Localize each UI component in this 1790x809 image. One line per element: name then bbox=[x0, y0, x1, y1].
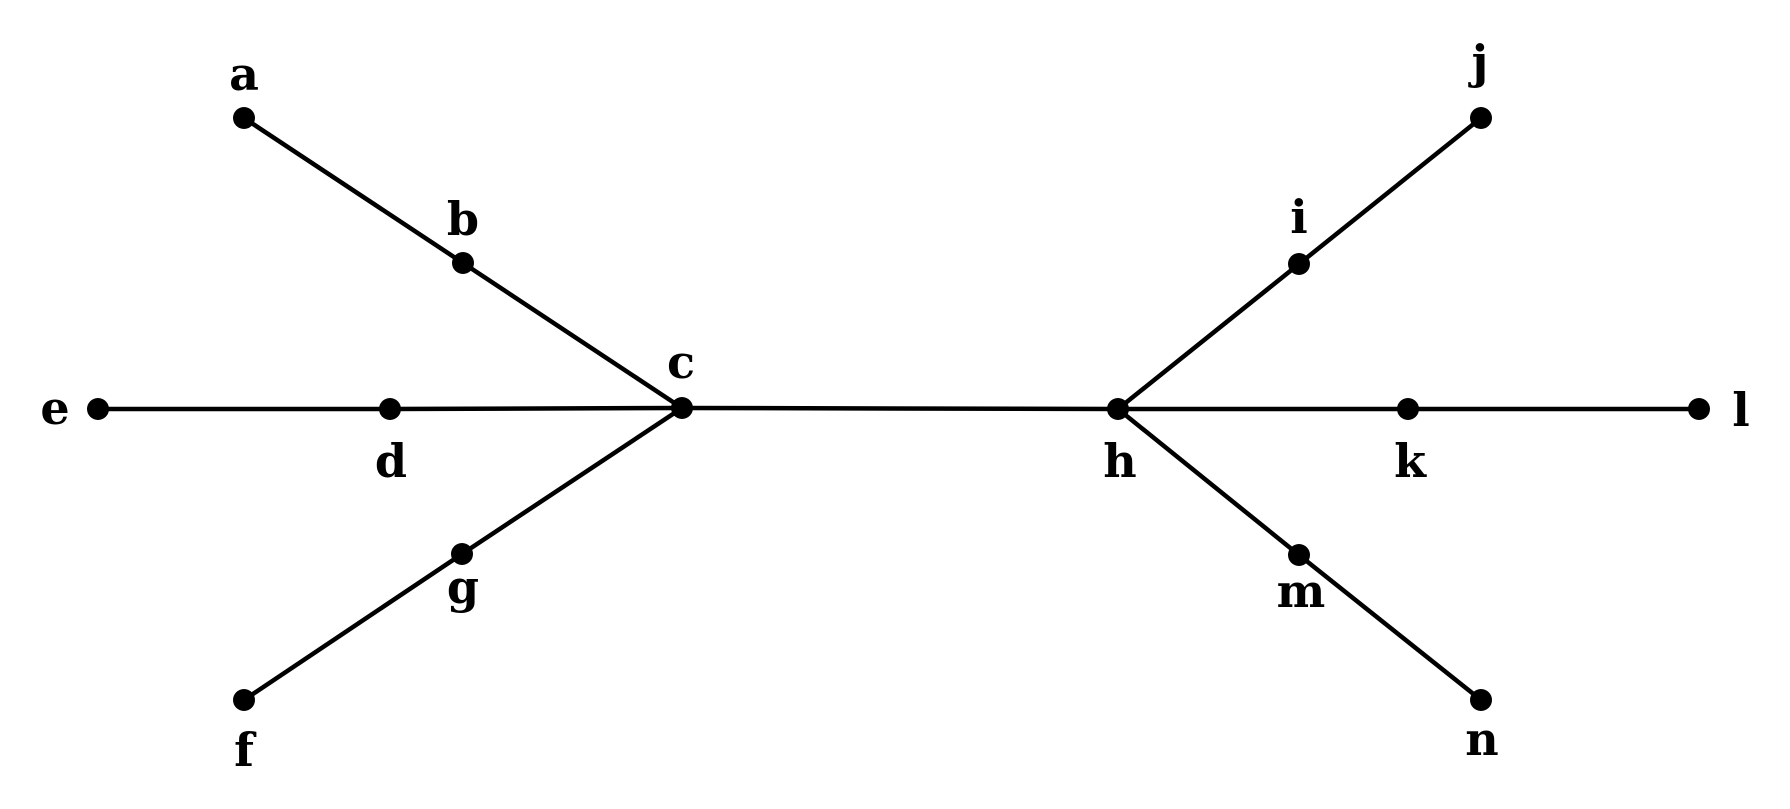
edge-c-h bbox=[679, 405, 1121, 412]
node-d bbox=[379, 398, 401, 420]
node-l bbox=[1688, 398, 1710, 420]
node-label-k: k bbox=[1394, 434, 1427, 488]
node-a bbox=[233, 107, 255, 129]
node-label-c: c bbox=[667, 335, 695, 389]
node-layer bbox=[87, 107, 1710, 711]
node-m bbox=[1288, 544, 1310, 566]
edge-g-f bbox=[241, 551, 465, 703]
edge-i-j bbox=[1296, 115, 1484, 267]
edge-layer bbox=[95, 115, 1702, 703]
node-h bbox=[1107, 398, 1129, 420]
edge-c-d bbox=[387, 405, 685, 412]
label-layer: a b c d e f g h i j k l m n bbox=[40, 35, 1749, 777]
edge-h-m bbox=[1115, 406, 1302, 558]
node-label-g: g bbox=[447, 560, 479, 614]
node-label-n: n bbox=[1465, 712, 1498, 766]
node-label-b: b bbox=[447, 192, 479, 246]
edge-h-i bbox=[1115, 261, 1302, 412]
edge-b-c bbox=[460, 260, 685, 411]
node-e bbox=[87, 398, 109, 420]
node-i bbox=[1288, 253, 1310, 275]
node-k bbox=[1397, 398, 1419, 420]
node-label-j: j bbox=[1468, 35, 1489, 89]
node-label-h: h bbox=[1103, 434, 1136, 488]
node-f bbox=[233, 689, 255, 711]
node-g bbox=[451, 543, 473, 565]
edge-a-b bbox=[241, 115, 466, 266]
edge-m-n bbox=[1296, 552, 1484, 703]
node-label-m: m bbox=[1277, 564, 1326, 618]
node-c bbox=[671, 397, 693, 419]
node-n bbox=[1470, 689, 1492, 711]
node-b bbox=[452, 252, 474, 274]
node-label-a: a bbox=[229, 47, 259, 101]
node-label-d: d bbox=[375, 434, 407, 488]
node-label-i: i bbox=[1290, 190, 1307, 244]
node-label-l: l bbox=[1732, 383, 1749, 437]
node-label-f: f bbox=[234, 723, 257, 777]
node-j bbox=[1470, 107, 1492, 129]
edge-c-g bbox=[459, 405, 685, 557]
node-label-e: e bbox=[40, 381, 69, 435]
